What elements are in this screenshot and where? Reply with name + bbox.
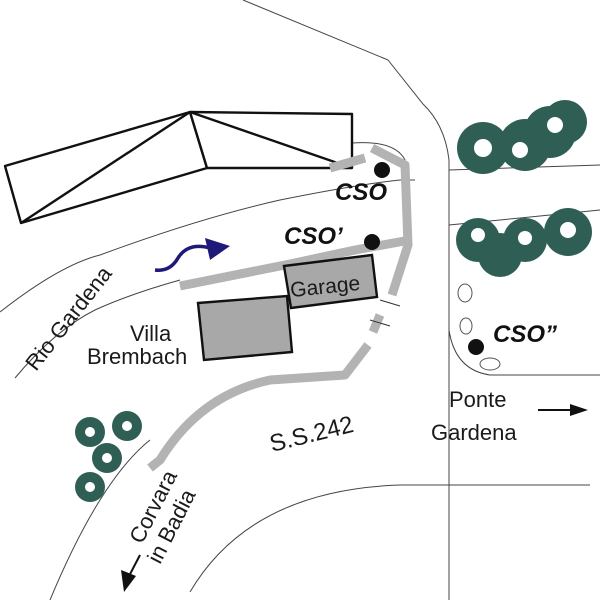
tree-cluster-southwest — [75, 411, 142, 502]
villa-label-line1: Villa — [130, 321, 172, 346]
sewer-network — [147, 143, 413, 472]
villa-brembach-building — [196, 294, 294, 362]
lower-left-bank — [49, 439, 151, 600]
river-north-bank — [0, 179, 415, 313]
arrow-right-icon — [538, 404, 588, 416]
bridge-structure — [3, 110, 354, 225]
valve-mark — [369, 319, 391, 327]
cso-double-prime-label: CSO” — [493, 321, 557, 348]
tree-cluster-east — [456, 208, 592, 277]
flow-direction-arrow-icon — [154, 238, 230, 272]
road-label: S.S.242 — [267, 411, 356, 458]
right-road-curve — [448, 329, 600, 376]
rocks — [457, 283, 501, 371]
upper-terrain-line — [242, 0, 450, 600]
valve-mark — [379, 299, 401, 307]
villa-label-line2: Brembach — [87, 344, 187, 369]
ponte-gardena-line1: Ponte — [449, 387, 507, 412]
garage-building — [282, 253, 379, 310]
cso-prime-point[interactable] — [364, 234, 380, 250]
cso-double-prime-point[interactable] — [468, 339, 484, 355]
arrow-down-left-icon — [121, 554, 141, 592]
ponte-gardena-line2: Gardena — [431, 420, 517, 445]
river-south-bank — [14, 279, 181, 379]
tree-cluster-northeast — [457, 100, 587, 174]
cso-prime-label: CSO’ — [284, 223, 343, 250]
cso-point[interactable] — [374, 162, 390, 178]
cso-label: CSO — [335, 179, 387, 206]
road-south-edge-ss242 — [189, 484, 590, 593]
